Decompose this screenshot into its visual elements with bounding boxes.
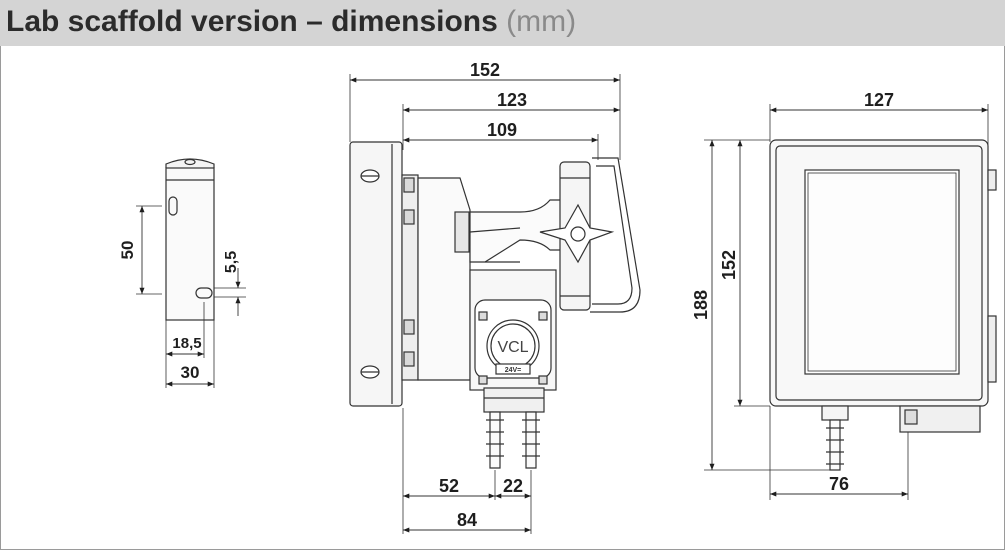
- dim-bottom-left: 52: [439, 476, 459, 496]
- dim-mid-depth: 123: [497, 90, 527, 110]
- device-logo: VCL: [497, 339, 528, 356]
- front-view: [704, 104, 997, 500]
- dim-depth: 18,5: [172, 335, 201, 352]
- title-unit: (mm): [506, 5, 577, 38]
- dim-fitting-offset: 76: [829, 474, 849, 494]
- dim-hole-spacing: 50: [118, 241, 137, 260]
- dim-base: 84: [457, 510, 477, 530]
- dim-total-height: 188: [691, 290, 711, 320]
- title-bar: Lab scaffold version – dimensions (mm): [0, 0, 1005, 46]
- page-title: Lab scaffold version – dimensions (mm): [6, 5, 576, 39]
- dim-width: 30: [181, 363, 200, 382]
- dim-inner-depth: 109: [487, 120, 517, 140]
- dim-front-width: 127: [864, 90, 894, 110]
- title-text: Lab scaffold version – dimensions: [6, 5, 498, 38]
- dim-overall-depth: 152: [470, 60, 500, 80]
- device-voltage-label: 24V=: [505, 367, 522, 374]
- dim-body-height: 152: [719, 250, 739, 280]
- dim-slot-offset: 5,5: [223, 251, 240, 273]
- dim-bottom-right: 22: [503, 476, 523, 496]
- bracket-side-view: [136, 158, 246, 388]
- side-view: [349, 74, 641, 534]
- technical-drawing: 50 5,5 18,5 30: [118, 60, 997, 534]
